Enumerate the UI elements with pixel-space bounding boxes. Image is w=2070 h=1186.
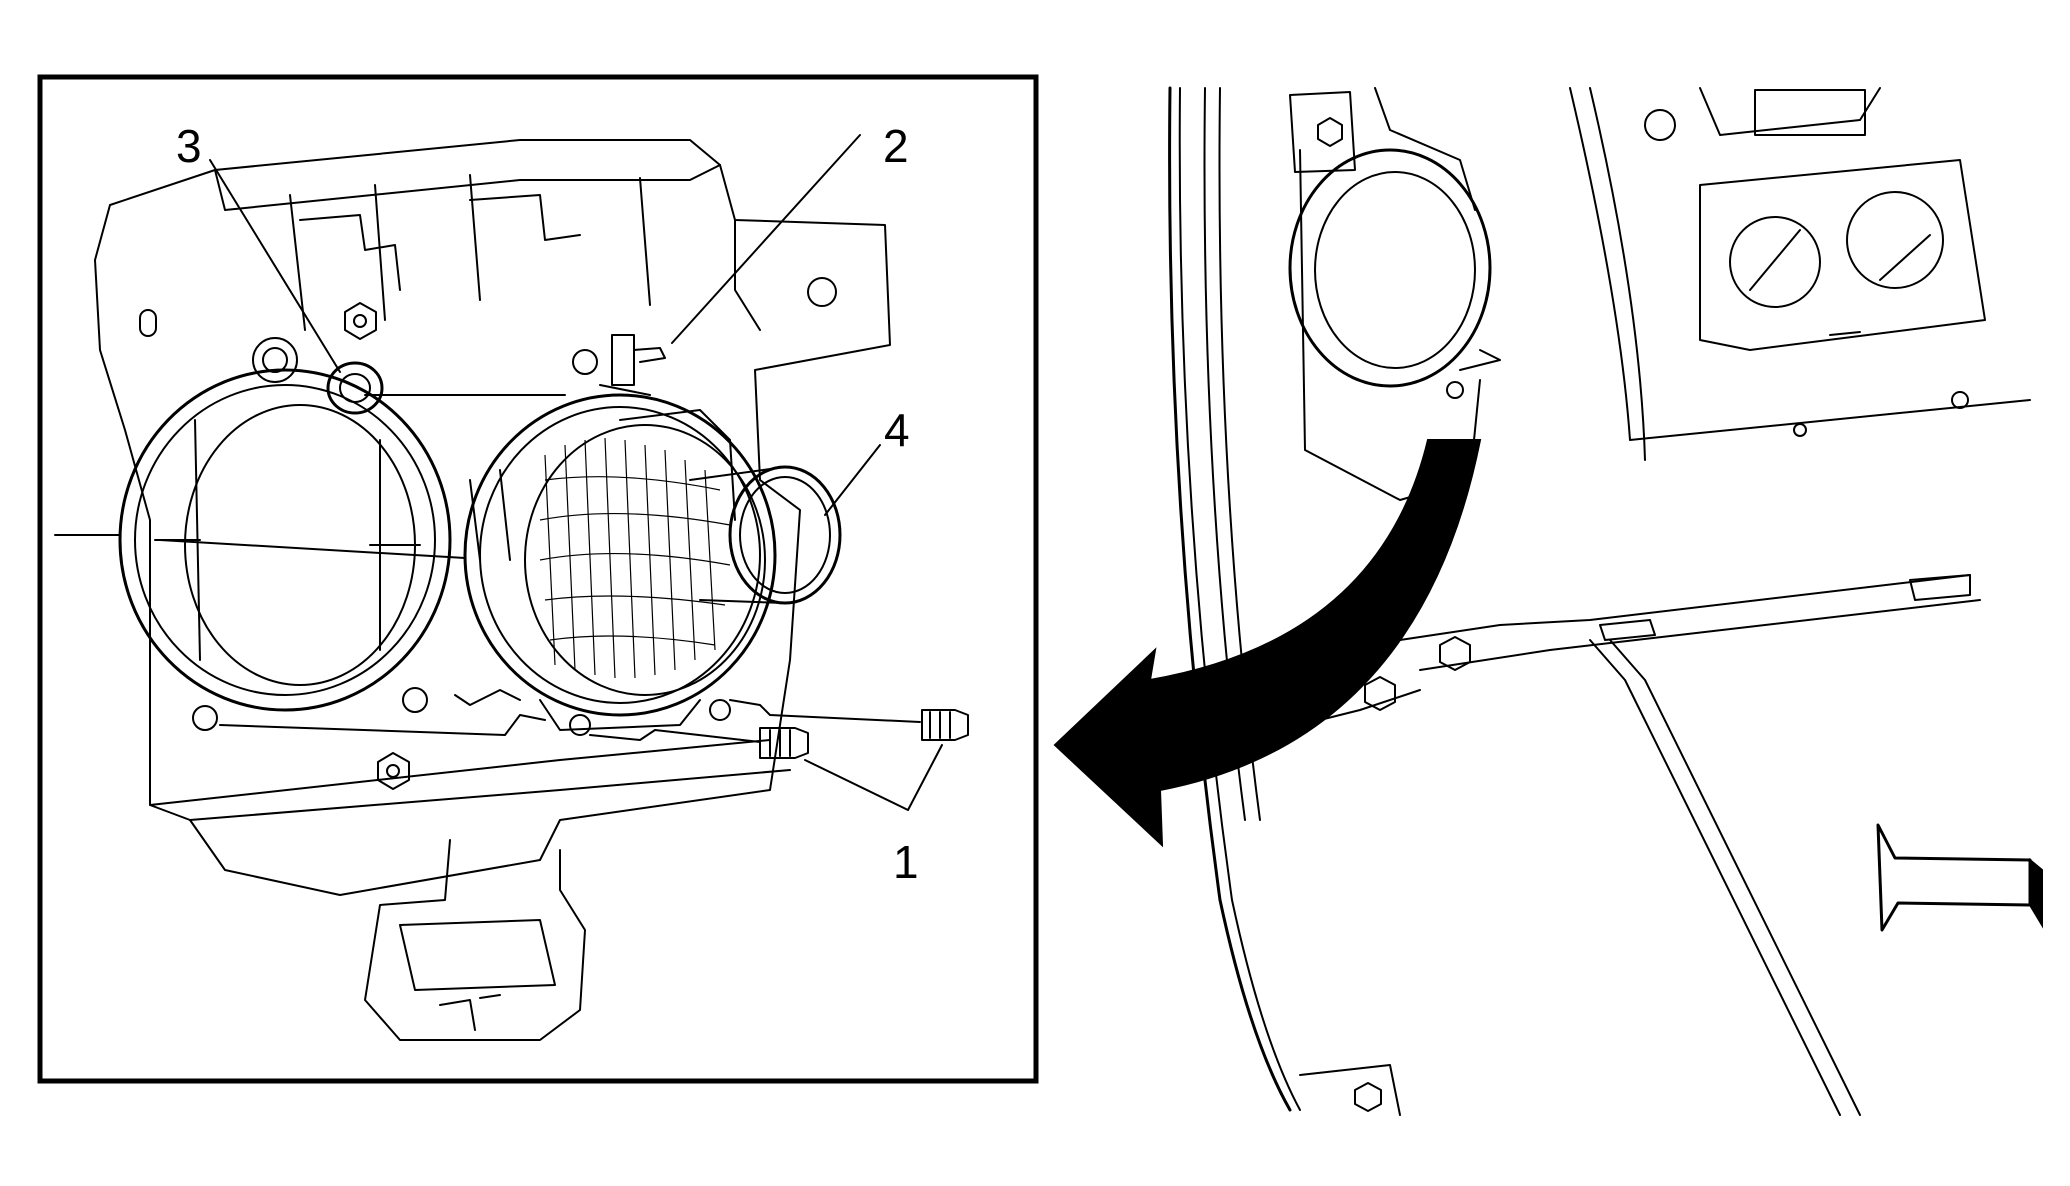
vehicle-context-view [1053, 86, 2043, 1116]
detail-view-panel: 3 2 4 1 [37, 74, 1039, 1084]
fog-lamp-assembly [463, 334, 842, 736]
leader-lines [54, 134, 943, 811]
callout-2: 2 [883, 120, 909, 172]
lower-mount-tab [364, 839, 586, 1041]
adjuster-screw [572, 334, 666, 396]
reflector [539, 437, 731, 679]
grommet-washer [326, 361, 384, 415]
callout-4: 4 [884, 404, 910, 456]
bulb-socket [689, 465, 842, 605]
mounting-bolts [759, 709, 969, 759]
view-direction-arrow-icon [1876, 823, 2043, 932]
bracket-nuts [252, 302, 410, 790]
mounting-bracket [94, 139, 891, 896]
bolt-upper [921, 709, 969, 741]
bolt-lower [759, 727, 809, 759]
lamp-housing-opening [118, 368, 452, 731]
curved-arrow-icon [1053, 439, 1482, 848]
callout-3: 3 [176, 120, 202, 172]
callout-1: 1 [893, 836, 919, 888]
